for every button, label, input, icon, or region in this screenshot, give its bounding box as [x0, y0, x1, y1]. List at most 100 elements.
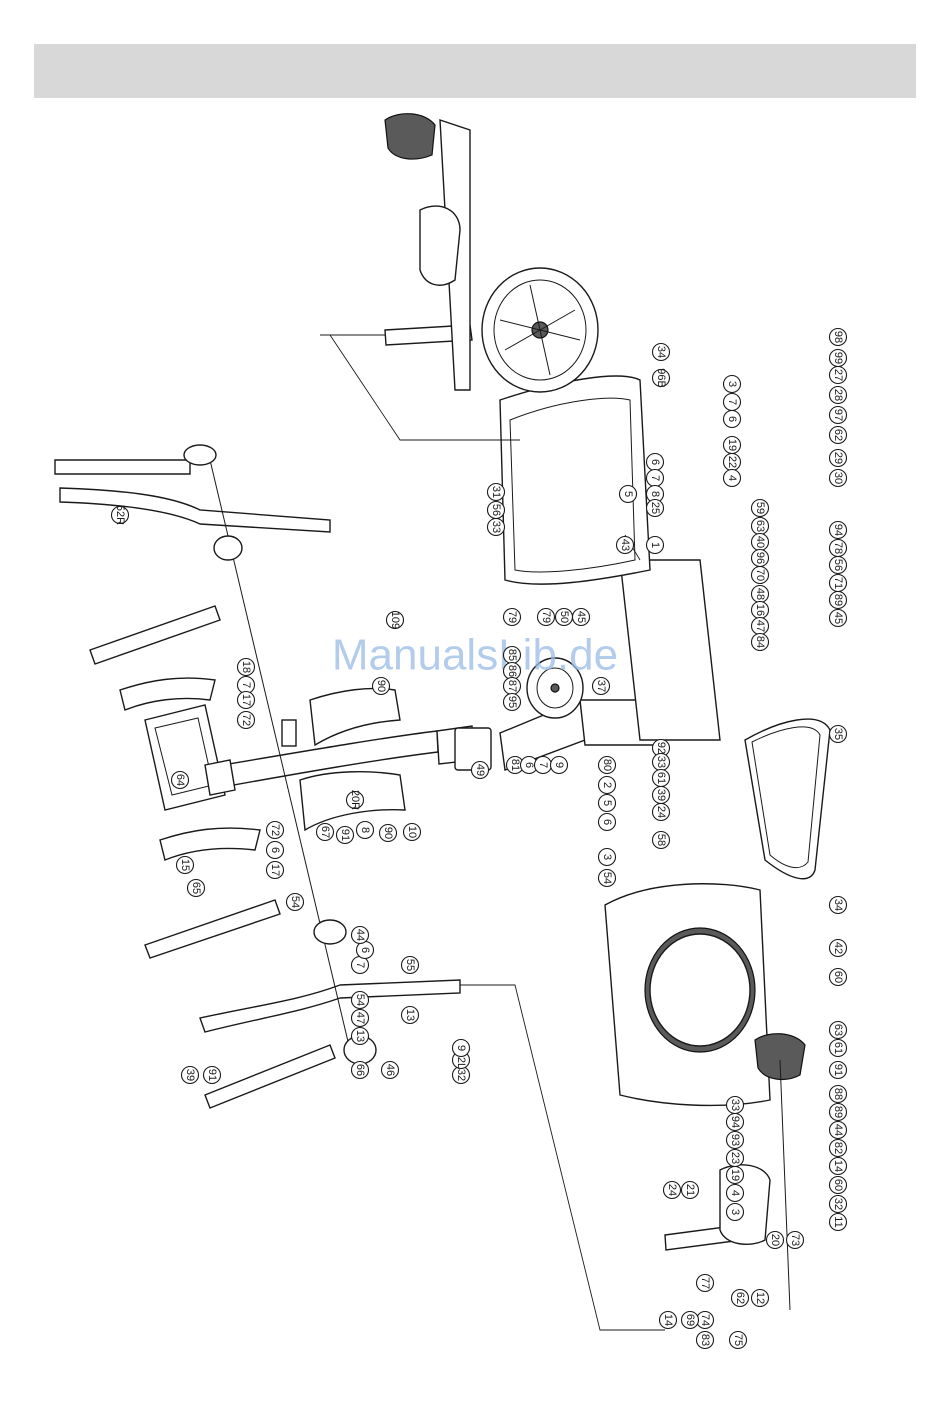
- callout-circle: [828, 520, 848, 540]
- callout-circle: [725, 1202, 745, 1222]
- part-callout: 5: [618, 484, 638, 504]
- bearing-cap-upper: [213, 535, 243, 561]
- part-callout: 9: [549, 755, 569, 775]
- part-callout: 42: [828, 938, 848, 958]
- part-callout: 52R: [110, 505, 130, 525]
- callout-circle: [345, 790, 365, 810]
- callout-circle: [828, 468, 848, 488]
- callout-circle: [170, 770, 190, 790]
- callout-circle: [680, 1180, 700, 1200]
- part-callout: 19: [725, 1165, 745, 1185]
- part-callout: 54: [350, 990, 370, 1010]
- callout-label: 82: [832, 1142, 844, 1154]
- callout-circle: [828, 425, 848, 445]
- part-callout: 46: [380, 1060, 400, 1080]
- callout-circle: [828, 895, 848, 915]
- callout-label: 20: [769, 1234, 781, 1246]
- part-callout: 98: [828, 327, 848, 347]
- callout-label: 14: [832, 1160, 844, 1172]
- callout-circle: [536, 607, 556, 627]
- callout-label: 24: [655, 806, 667, 818]
- callout-circle: [350, 990, 370, 1010]
- part-callout: 20R: [345, 790, 365, 810]
- callout-label: 3: [601, 854, 613, 860]
- callout-label: 7: [726, 399, 738, 405]
- callout-label: 1: [649, 542, 661, 548]
- callout-circle: [350, 1026, 370, 1046]
- part-callout: 1: [645, 535, 665, 555]
- callout-circle: [651, 802, 671, 822]
- part-callout: 69: [680, 1310, 700, 1330]
- rear-shroud-right: [499, 375, 651, 585]
- callout-circle: [765, 1230, 785, 1250]
- part-callout: 16: [750, 600, 770, 620]
- part-callout: 47: [750, 616, 770, 636]
- callout-circle: [502, 607, 522, 627]
- callout-label: 13: [404, 1009, 416, 1021]
- cover-109: [309, 687, 401, 747]
- part-callout: 73: [785, 1230, 805, 1250]
- callout-label: 6: [649, 459, 661, 465]
- callout-circle: [725, 1165, 745, 1185]
- callout-label: 6: [726, 416, 738, 422]
- callout-circle: [725, 1130, 745, 1150]
- part-callout: 91: [828, 1060, 848, 1080]
- grip-lower: [144, 899, 281, 959]
- callout-circle: [175, 855, 195, 875]
- callout-label: 9: [455, 1045, 467, 1051]
- callout-label: 16: [754, 604, 766, 616]
- part-callout: 89: [828, 590, 848, 610]
- callout-label: 22: [726, 456, 738, 468]
- callout-label: 9: [553, 762, 565, 768]
- part-callout: 63: [750, 516, 770, 536]
- callout-label: 7: [354, 962, 366, 968]
- callout-label: 91: [206, 1069, 218, 1081]
- part-callout: 62: [828, 425, 848, 445]
- callout-label: 87: [506, 680, 518, 692]
- part-callout: 70: [750, 565, 770, 585]
- callout-label: 5: [622, 491, 634, 497]
- callout-label: 58: [655, 834, 667, 846]
- part-callout: 83: [695, 1330, 715, 1350]
- callout-label: 48: [754, 588, 766, 600]
- callout-circle: [828, 1060, 848, 1080]
- callout-circle: [180, 1065, 200, 1085]
- part-callout: 6: [722, 409, 742, 429]
- part-callout: 97: [828, 405, 848, 425]
- callout-label: 39: [184, 1069, 196, 1081]
- callout-label: 71: [832, 577, 844, 589]
- part-callout: 75: [728, 1330, 748, 1350]
- part-callout: 62: [730, 1288, 750, 1308]
- callout-circle: [828, 555, 848, 575]
- callout-label: 17: [240, 694, 252, 706]
- callout-circle: [828, 1020, 848, 1040]
- callout-label: 47: [754, 620, 766, 632]
- callout-circle: [470, 760, 490, 780]
- callout-circle: [597, 775, 617, 795]
- part-callout: 6: [265, 840, 285, 860]
- callout-circle: [750, 565, 770, 585]
- callout-label: 20R: [349, 790, 361, 810]
- callout-label: 49: [474, 764, 486, 776]
- part-callout: 43: [615, 535, 635, 555]
- part-callout: 54: [597, 868, 617, 888]
- callout-circle: [828, 385, 848, 405]
- callout-label: 37: [595, 680, 607, 692]
- part-callout: 13: [350, 1026, 370, 1046]
- callout-label: 32: [455, 1069, 467, 1081]
- callout-circle: [651, 342, 671, 362]
- callout-circle: [571, 607, 591, 627]
- callout-circle: [828, 1120, 848, 1140]
- callout-circle: [828, 405, 848, 425]
- callout-label: 33: [490, 521, 502, 533]
- part-callout: 54: [285, 892, 305, 912]
- callout-circle: [828, 590, 848, 610]
- part-callout: 32: [451, 1065, 471, 1085]
- callout-label: 19: [729, 1169, 741, 1181]
- pedal-lower: [754, 1033, 806, 1081]
- part-callout: 14: [828, 1156, 848, 1176]
- callout-circle: [785, 1230, 805, 1250]
- part-callout: 34: [828, 895, 848, 915]
- callout-label: 21: [684, 1184, 696, 1196]
- foot-pedal-21L: [419, 205, 461, 286]
